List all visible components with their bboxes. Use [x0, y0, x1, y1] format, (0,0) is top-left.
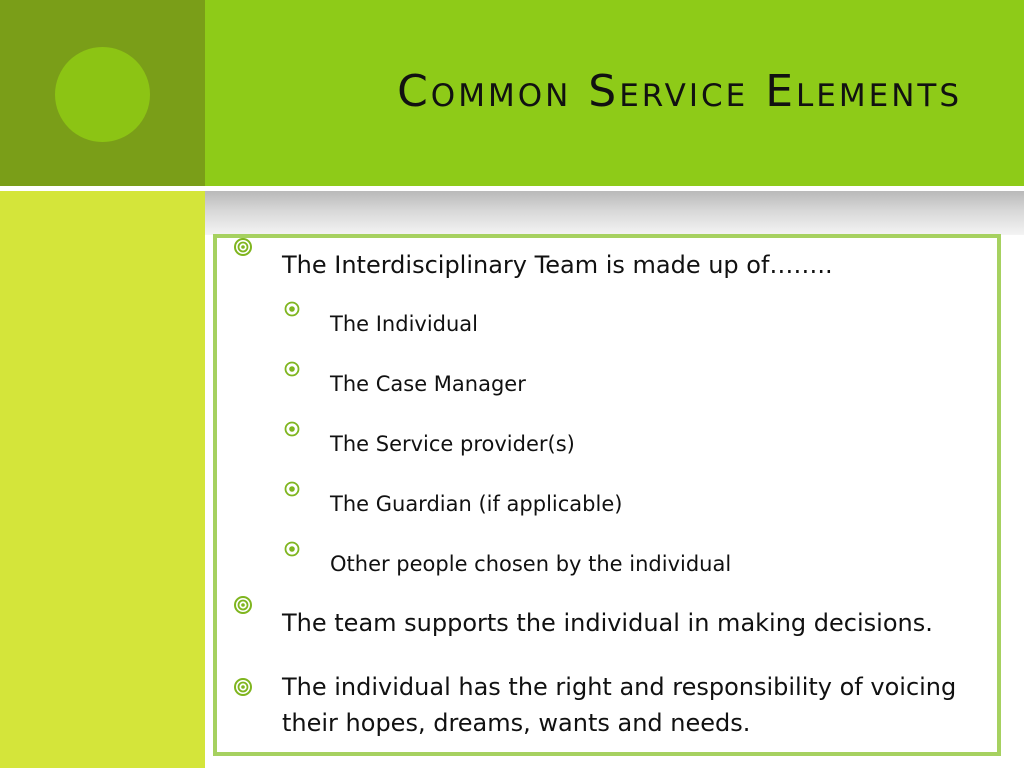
- decorative-circle: [55, 47, 150, 142]
- sub-bullet-text: The Case Manager: [330, 372, 526, 396]
- target-bullet-icon: [233, 677, 253, 697]
- side-panel: [0, 191, 205, 768]
- sub-bullet-text: The Service provider(s): [330, 432, 575, 456]
- title-bar: [205, 0, 1024, 186]
- bullet-text: The individual has the right and respons…: [282, 673, 957, 737]
- target-bullet-icon: [233, 237, 253, 257]
- corner-block: [0, 0, 205, 186]
- divider: [0, 186, 1024, 191]
- bullet-text: The team supports the individual in maki…: [282, 609, 933, 637]
- sub-bullet-text: The Individual: [330, 312, 479, 336]
- shadow-band: [205, 191, 1024, 235]
- sub-bullet-text: Other people chosen by the individual: [330, 552, 732, 576]
- target-bullet-icon: [284, 541, 300, 557]
- slide-title: Common Service Elements: [397, 66, 962, 117]
- target-bullet-icon: [284, 481, 300, 497]
- target-bullet-icon: [284, 421, 300, 437]
- bullet-text: The Interdisciplinary Team is made up of…: [282, 251, 833, 279]
- bullet-item: The individual has the right and respons…: [233, 669, 993, 741]
- target-bullet-icon: [233, 595, 253, 615]
- target-bullet-icon: [284, 301, 300, 317]
- target-bullet-icon: [284, 361, 300, 377]
- sub-bullet-text: The Guardian (if applicable): [330, 492, 623, 516]
- content-box: The Interdisciplinary Team is made up of…: [213, 234, 1001, 756]
